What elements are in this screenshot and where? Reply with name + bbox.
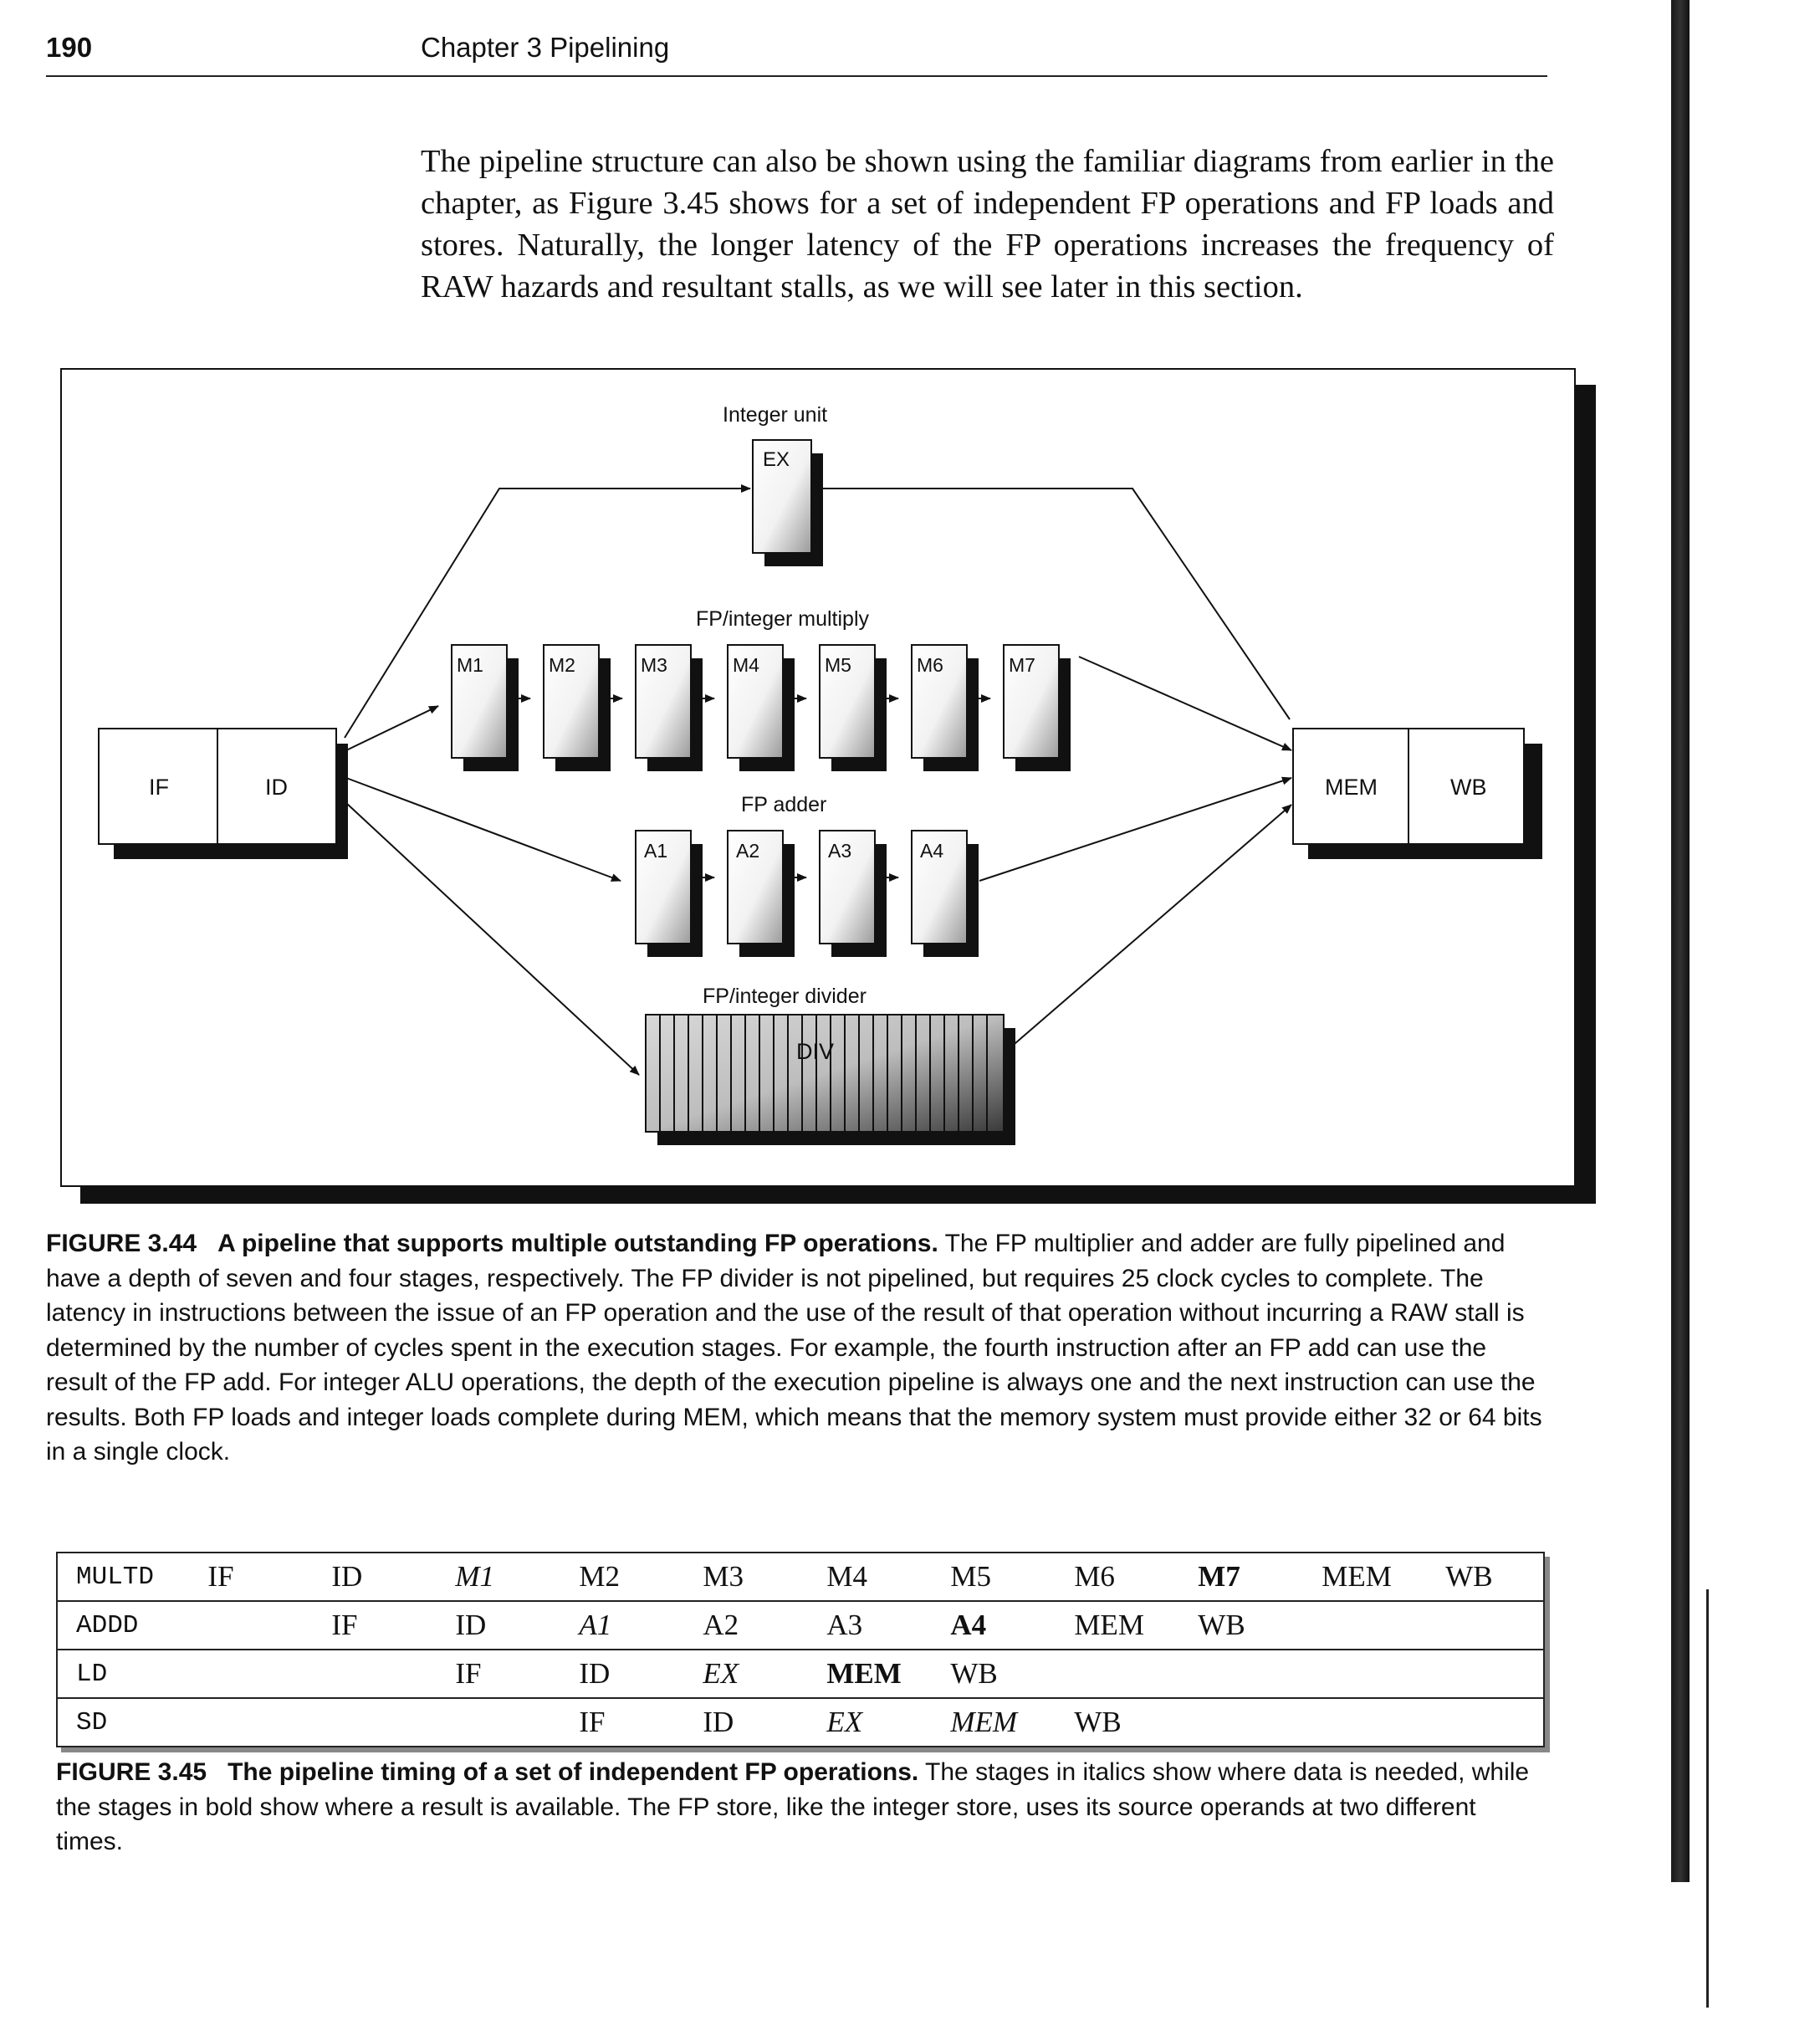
figure-345-body: The stages in italics show where data is… — [56, 1758, 1530, 1855]
stage-cell: M1 — [455, 1552, 580, 1602]
id-stage — [217, 728, 337, 845]
wb-label: WB — [1450, 775, 1487, 800]
figure-345-title: The pipeline timing of a set of independ… — [228, 1758, 919, 1786]
figure-345-caption: FIGURE 3.45 The pipeline timing of a set… — [56, 1755, 1545, 1860]
stage-cell: WB — [1198, 1600, 1322, 1650]
wb-stage — [1408, 728, 1525, 845]
a3-label: A3 — [828, 840, 852, 862]
stage-cell: ID — [703, 1697, 827, 1747]
stage-cell — [207, 1697, 332, 1747]
m3-label: M3 — [641, 654, 667, 676]
stage-cell — [1198, 1649, 1322, 1699]
pipeline-connections — [344, 484, 1292, 1076]
stage-cell: WB — [950, 1649, 1075, 1699]
instruction-cell: MULTD — [55, 1552, 208, 1602]
stage-cell: M6 — [1074, 1552, 1199, 1602]
stage-cell — [1322, 1600, 1446, 1650]
stage-cell — [331, 1649, 456, 1699]
pipeline-diagram — [98, 439, 1542, 1145]
chapter-title: Chapter 3 Pipelining — [421, 32, 670, 63]
stage-cell: MEM — [1322, 1552, 1446, 1602]
stage-cell: M3 — [703, 1552, 827, 1602]
stage-cell: IF — [455, 1649, 580, 1699]
stage-cell: M2 — [579, 1552, 703, 1602]
stage-cell — [1322, 1697, 1446, 1747]
stage-cell — [455, 1697, 580, 1747]
intro-paragraph: The pipeline structure can also be shown… — [421, 144, 1554, 304]
instruction-cell: SD — [55, 1697, 208, 1747]
figure-344-frame: Integer unit EX FP/integer multiply FP a… — [60, 368, 1576, 1187]
stage-cell: ID — [331, 1552, 456, 1602]
integer-unit-label: Integer unit — [723, 403, 828, 427]
instruction-cell: LD — [55, 1649, 208, 1699]
stage-cell: EX — [703, 1649, 827, 1699]
mem-stage — [1292, 728, 1409, 845]
stage-cell — [207, 1649, 332, 1699]
stage-cell: M4 — [826, 1552, 951, 1602]
stage-cell: M5 — [950, 1552, 1075, 1602]
adder-label: FP adder — [741, 793, 827, 816]
stage-cell — [1198, 1697, 1322, 1747]
m4-label: M4 — [733, 654, 759, 676]
stage-cell: MEM — [950, 1697, 1075, 1747]
stage-cell — [207, 1600, 332, 1650]
stage-cell — [1322, 1649, 1446, 1699]
m1-label: M1 — [457, 654, 483, 676]
divider-unit — [645, 1014, 1015, 1145]
figure-344-body: The FP multiplier and adder are fully pi… — [46, 1230, 1542, 1466]
header-rule — [46, 75, 1547, 77]
ex-stage — [752, 439, 823, 566]
a1-label: A1 — [644, 840, 668, 862]
if-stage — [98, 728, 218, 845]
m2-label: M2 — [549, 654, 575, 676]
div-label: DIV — [796, 1039, 835, 1064]
mem-label: MEM — [1325, 775, 1378, 800]
if-label: IF — [149, 775, 169, 800]
stage-cell: A3 — [826, 1600, 951, 1650]
a4-label: A4 — [920, 840, 944, 862]
m7-label: M7 — [1009, 654, 1035, 676]
stage-cell: A1 — [579, 1600, 703, 1650]
ex-label: EX — [763, 448, 790, 471]
stage-cell: A4 — [950, 1600, 1075, 1650]
stage-cell — [1074, 1649, 1199, 1699]
stage-cell: WB — [1074, 1697, 1199, 1747]
instruction-cell: ADDD — [55, 1600, 208, 1650]
stage-cell: IF — [207, 1552, 332, 1602]
stage-cell: MEM — [826, 1649, 951, 1699]
figure-344-number: FIGURE 3.44 — [46, 1230, 197, 1257]
stage-cell: ID — [579, 1649, 703, 1699]
figure-344-caption: FIGURE 3.44 A pipeline that supports mul… — [46, 1226, 1547, 1470]
stage-cell — [1445, 1649, 1545, 1699]
stage-cell: ID — [455, 1600, 580, 1650]
stage-cell: A2 — [703, 1600, 827, 1650]
multiply-label: FP/integer multiply — [696, 607, 870, 631]
stage-cell: IF — [579, 1697, 703, 1747]
page-number: 190 — [46, 32, 93, 63]
adder-stages — [635, 830, 979, 957]
a2-label: A2 — [736, 840, 760, 862]
figure-344-title: A pipeline that supports multiple outsta… — [217, 1230, 938, 1257]
stage-cell: M7 — [1198, 1552, 1322, 1602]
stage-cell — [331, 1697, 456, 1747]
stage-cell — [1445, 1600, 1545, 1650]
m5-label: M5 — [825, 654, 851, 676]
stage-cell: IF — [331, 1600, 456, 1650]
multiply-stages — [451, 644, 1071, 771]
page-edge-bar — [1671, 0, 1690, 1882]
stage-cell — [1445, 1697, 1545, 1747]
stage-cell: EX — [826, 1697, 951, 1747]
id-label: ID — [265, 775, 288, 800]
m6-label: M6 — [917, 654, 943, 676]
stage-cell: WB — [1445, 1552, 1545, 1602]
divider-label: FP/integer divider — [703, 985, 867, 1008]
stage-cell: MEM — [1074, 1600, 1199, 1650]
figure-345-number: FIGURE 3.45 — [56, 1758, 207, 1786]
page-edge-line — [1706, 1589, 1709, 2008]
